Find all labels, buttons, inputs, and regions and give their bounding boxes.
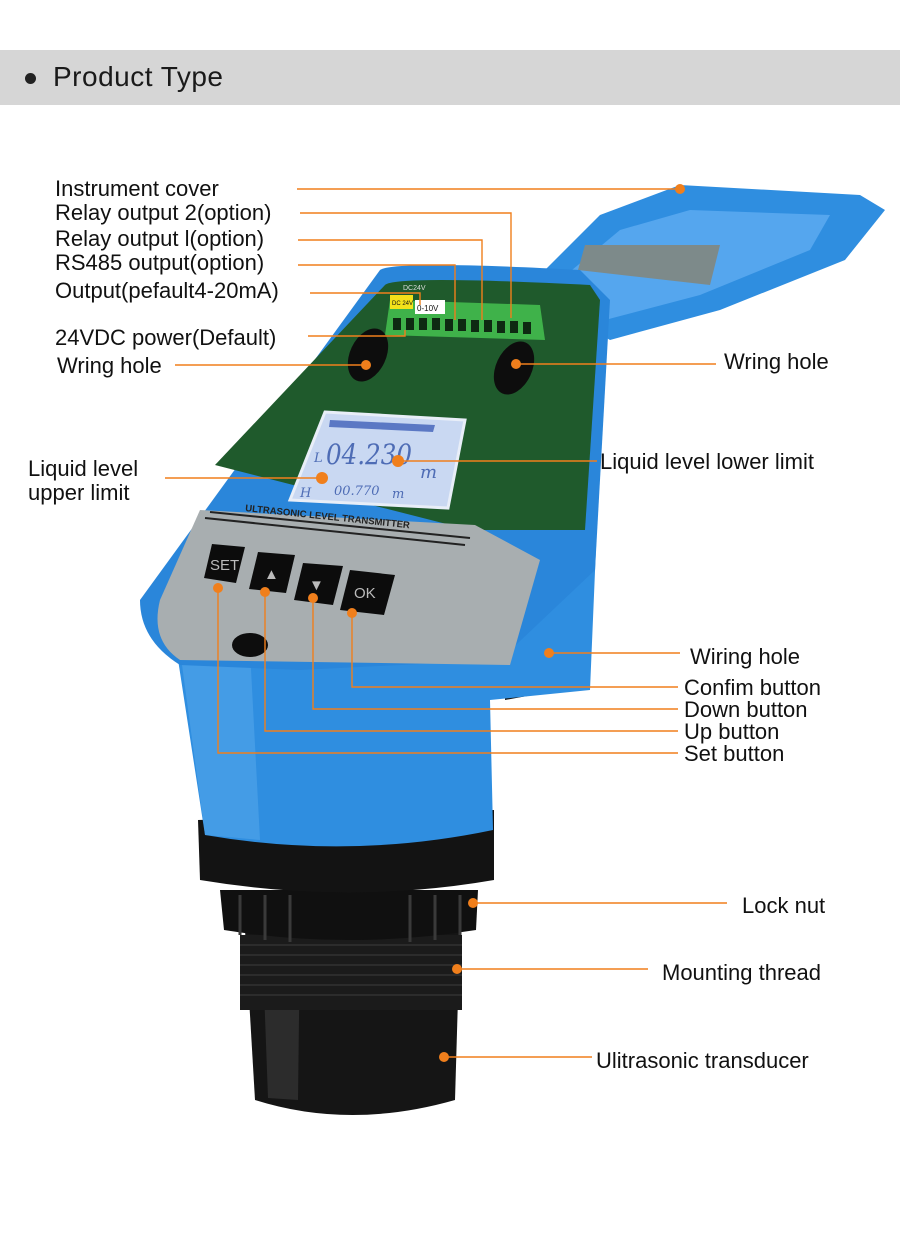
down-button[interactable]: ▼: [294, 563, 343, 605]
label-power: 24VDC power(Default): [55, 325, 277, 350]
section-header: Product Type: [0, 50, 900, 105]
label-instrument-cover: Instrument cover: [55, 176, 219, 201]
upper-unit: m: [392, 487, 404, 502]
lock-nut: [220, 890, 478, 942]
section-title: Product Type: [53, 61, 224, 92]
label-relay-output-2: Relay output 2(option): [55, 200, 272, 225]
down-button-label: ▼: [309, 577, 324, 594]
label-transducer: Ulitrasonic transducer: [596, 1048, 809, 1073]
power-terminal-label: DC 24V: [392, 301, 413, 307]
mounting-thread: [240, 935, 462, 1010]
label-set-button: Set button: [684, 741, 785, 766]
label-wiring-hole-side: Wiring hole: [690, 644, 801, 669]
lower-unit: m: [420, 462, 437, 483]
leader-lines: [165, 188, 727, 1058]
set-button[interactable]: SET: [204, 544, 245, 583]
label-lock-nut: Lock nut: [742, 893, 826, 918]
terminal-block: DC 24V 0-10V DC24V: [385, 285, 545, 340]
label-down-button: Down button: [684, 697, 808, 722]
label-up-button: Up button: [684, 719, 780, 744]
lcd-display: 04.230 L m H 00.770 m: [287, 410, 467, 510]
label-mounting-thread: Mounting thread: [662, 960, 821, 985]
label-wiring-hole-left: Wring hole: [57, 353, 162, 378]
upper-prefix: H: [299, 486, 312, 501]
ok-button-label: OK: [354, 585, 376, 602]
label-upper-limit-1: Liquid level: [28, 456, 139, 481]
board-label: DC24V: [403, 285, 426, 292]
label-output: Output(pefault4-20mA): [55, 278, 279, 303]
bullet-icon: [25, 73, 36, 84]
wiring-hole: [347, 328, 389, 382]
set-button-label: SET: [210, 557, 239, 574]
label-confirm-button: Confim button: [684, 675, 821, 700]
label-rs485-output: RS485 output(option): [55, 250, 265, 275]
marker-dots: [213, 184, 685, 1062]
ok-button[interactable]: OK: [340, 570, 395, 615]
lower-prefix: L: [313, 451, 323, 466]
label-lower-limit: Liquid level lower limit: [600, 449, 814, 474]
upper-limit-value: 00.770: [334, 484, 380, 499]
up-button[interactable]: ▲: [249, 552, 295, 593]
up-button-label: ▲: [264, 566, 279, 583]
instrument-cover: [525, 185, 885, 340]
label-upper-limit-2: upper limit: [28, 480, 130, 505]
label-wiring-hole-right: Wring hole: [724, 349, 829, 374]
voltage-terminal-label: 0-10V: [417, 304, 439, 313]
label-relay-output-1: Relay output l(option): [55, 226, 265, 251]
